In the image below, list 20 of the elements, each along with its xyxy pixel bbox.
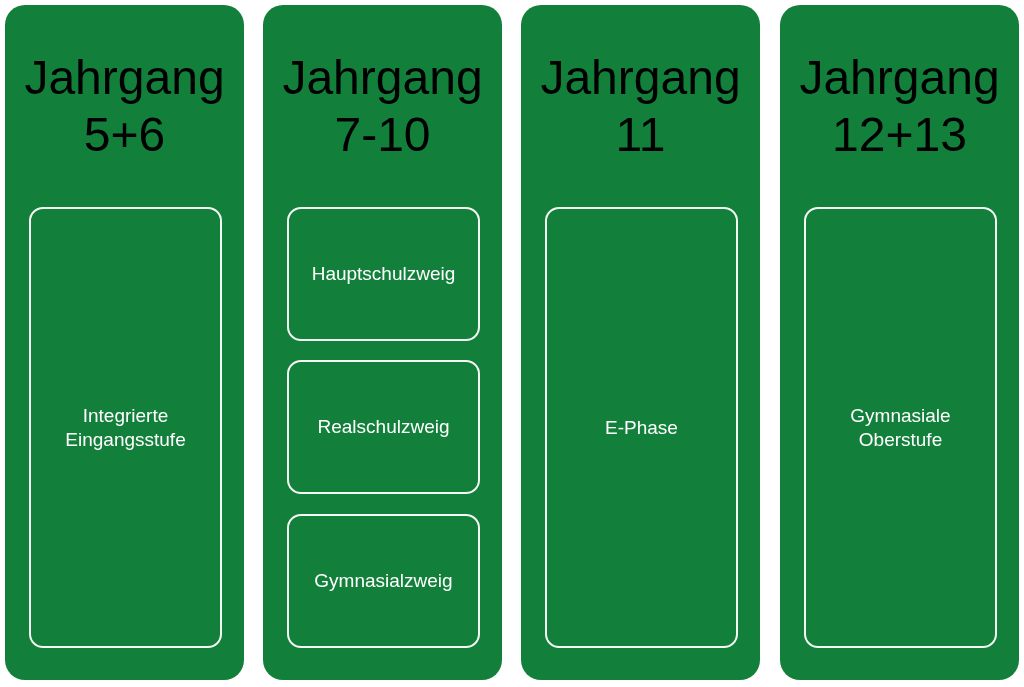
column-panel <box>521 5 760 680</box>
box-label: Gymnasialzweig <box>313 569 454 593</box>
rounded-box <box>29 207 222 648</box>
column-panel <box>780 5 1019 680</box>
rounded-box <box>545 207 738 648</box>
column-panel <box>263 5 502 680</box>
box-label: Realschulzweig <box>316 415 451 439</box>
rounded-box <box>287 360 480 494</box>
box-label: E-Phase <box>604 415 679 440</box>
box-label: Hauptschulzweig <box>310 262 457 286</box>
rounded-box <box>804 207 997 648</box>
column-heading: Jahrgang 12+13 <box>798 50 1001 163</box>
rounded-box <box>287 514 480 648</box>
column-heading: Jahrgang 11 <box>539 50 742 163</box>
rounded-box <box>287 207 480 341</box>
box-label: Integrierte Eingangsstufe <box>64 403 187 452</box>
column-panel <box>5 5 244 680</box>
column-heading: Jahrgang 5+6 <box>23 50 226 163</box>
box-label: Gymnasiale Oberstufe <box>849 403 952 452</box>
column-heading: Jahrgang 7-10 <box>281 50 484 163</box>
